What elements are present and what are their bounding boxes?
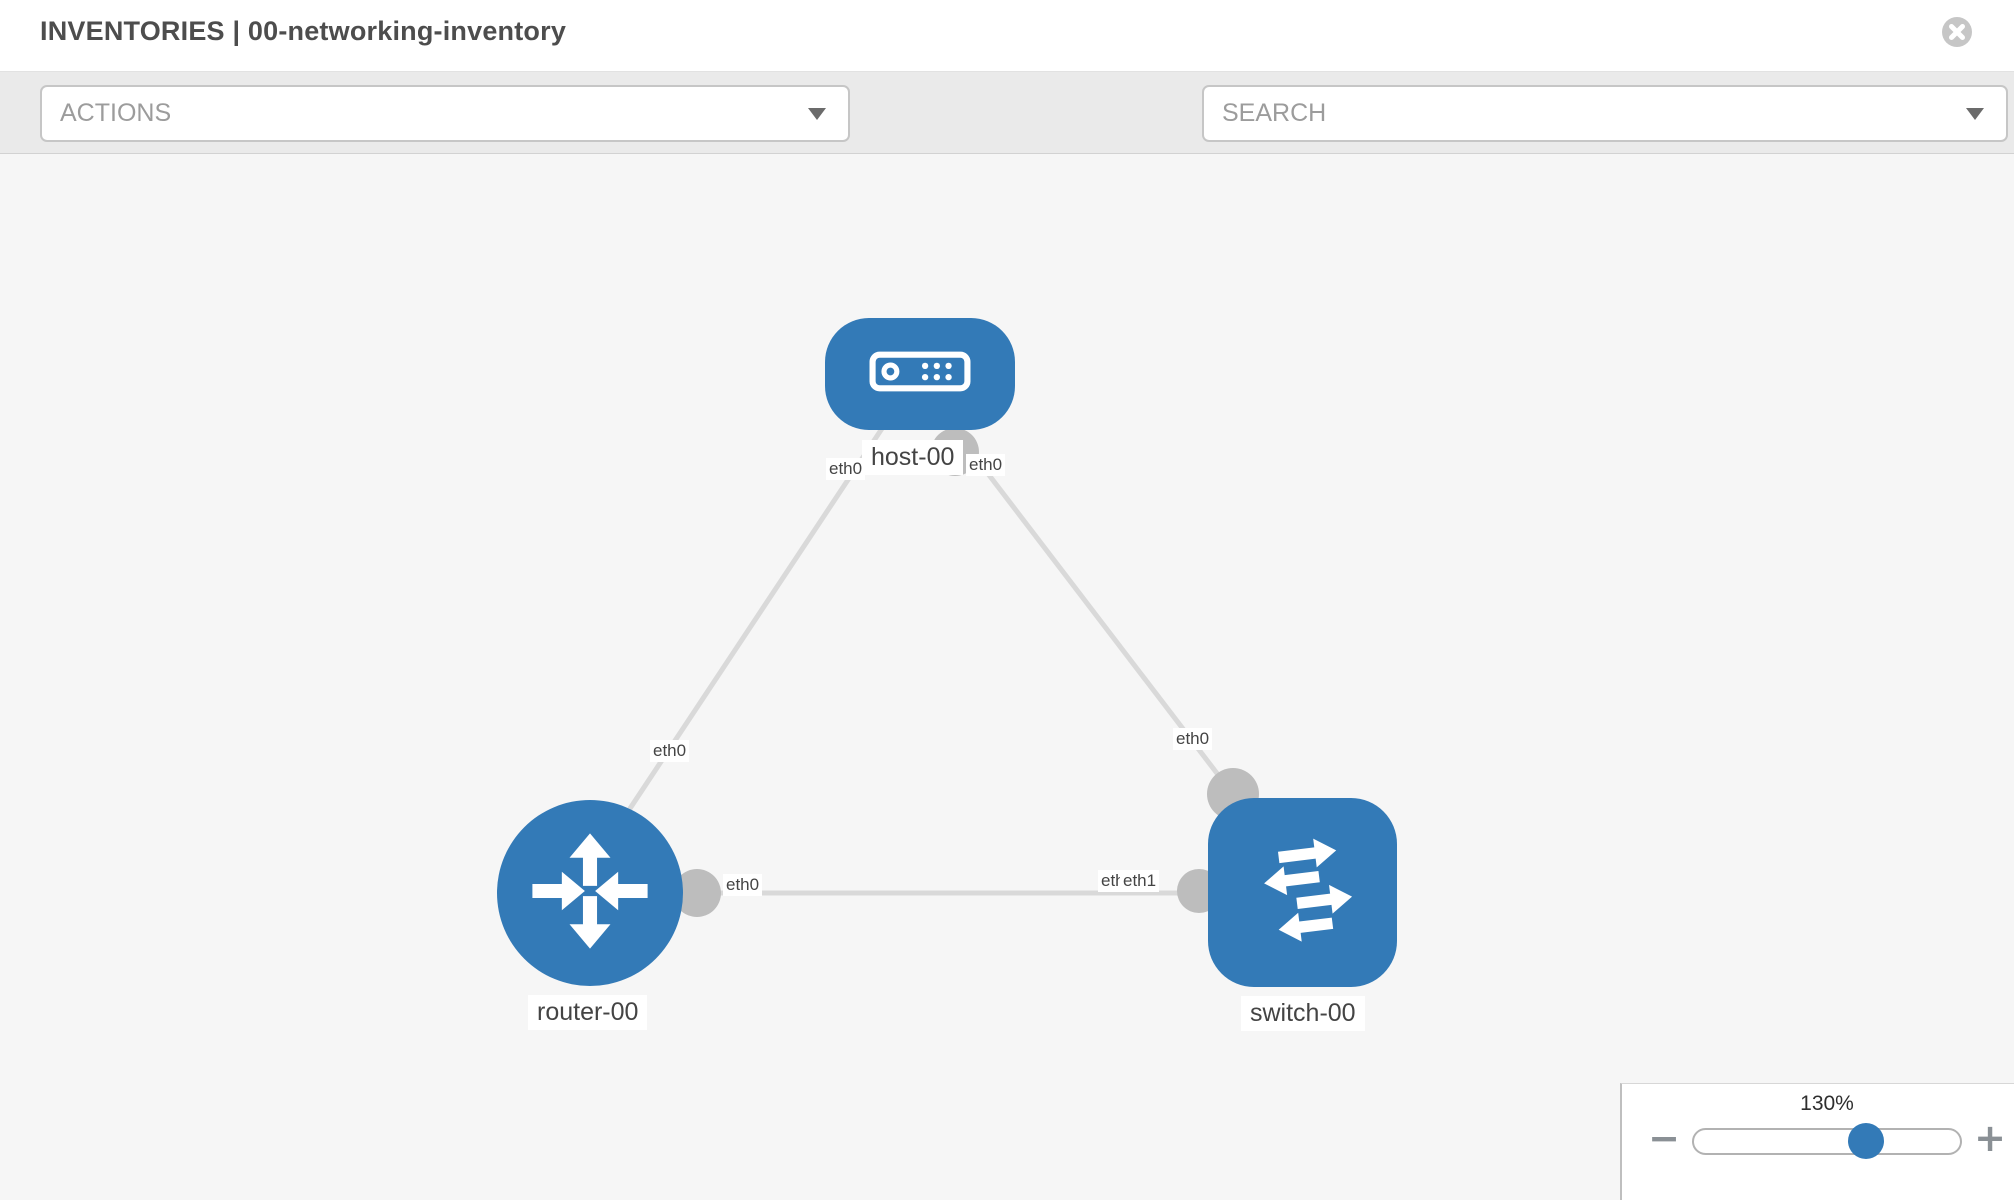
- caret-down-icon: [1966, 107, 1984, 120]
- zoom-in-button[interactable]: +: [1972, 1118, 2008, 1158]
- interface-label: eth0: [826, 458, 866, 480]
- search-dropdown-label: SEARCH: [1222, 99, 1327, 127]
- zoom-panel: 130% − +: [1620, 1083, 2014, 1200]
- node-label-router: router-00: [528, 995, 648, 1030]
- node-switch-00[interactable]: [1208, 798, 1397, 987]
- interface-label: eth0: [966, 454, 1006, 476]
- node-host-00[interactable]: [825, 318, 1015, 430]
- node-label-host: host-00: [862, 440, 964, 475]
- interface-label: eth0: [650, 740, 690, 762]
- topology-links-layer: [557, 422, 1270, 917]
- port-connector-router: [673, 869, 721, 917]
- interface-label: eth0: [1173, 728, 1213, 750]
- caret-down-icon: [808, 107, 826, 120]
- toolbar: ACTIONS SEARCH: [0, 72, 2014, 203]
- node-router-00[interactable]: [497, 800, 683, 986]
- interface-label: eth1: [1120, 870, 1160, 892]
- switch-arrows-icon: [1240, 827, 1366, 958]
- zoom-slider-thumb[interactable]: [1848, 1123, 1884, 1159]
- header: INVENTORIES | 00-networking-inventory: [0, 0, 2014, 72]
- close-button[interactable]: [1941, 16, 1973, 48]
- node-label-switch: switch-00: [1241, 996, 1365, 1031]
- zoom-out-button[interactable]: −: [1646, 1118, 1682, 1158]
- close-icon: [1941, 17, 1973, 51]
- router-arrows-icon: [526, 827, 654, 960]
- host-server-icon: [869, 351, 971, 397]
- zoom-slider[interactable]: [1692, 1123, 1962, 1159]
- page-title: INVENTORIES | 00-networking-inventory: [40, 16, 567, 46]
- actions-dropdown-label: ACTIONS: [60, 99, 172, 127]
- actions-dropdown[interactable]: ACTIONS: [40, 85, 850, 142]
- link-host-switch[interactable]: [948, 422, 1247, 812]
- zoom-level: 130%: [1800, 1092, 1854, 1115]
- search-dropdown[interactable]: SEARCH: [1202, 85, 2008, 142]
- interface-label: eth0: [723, 874, 763, 896]
- topology-canvas[interactable]: eth0 eth0 eth0 eth0 eth0 eth0 eth1 host-…: [0, 154, 2014, 1200]
